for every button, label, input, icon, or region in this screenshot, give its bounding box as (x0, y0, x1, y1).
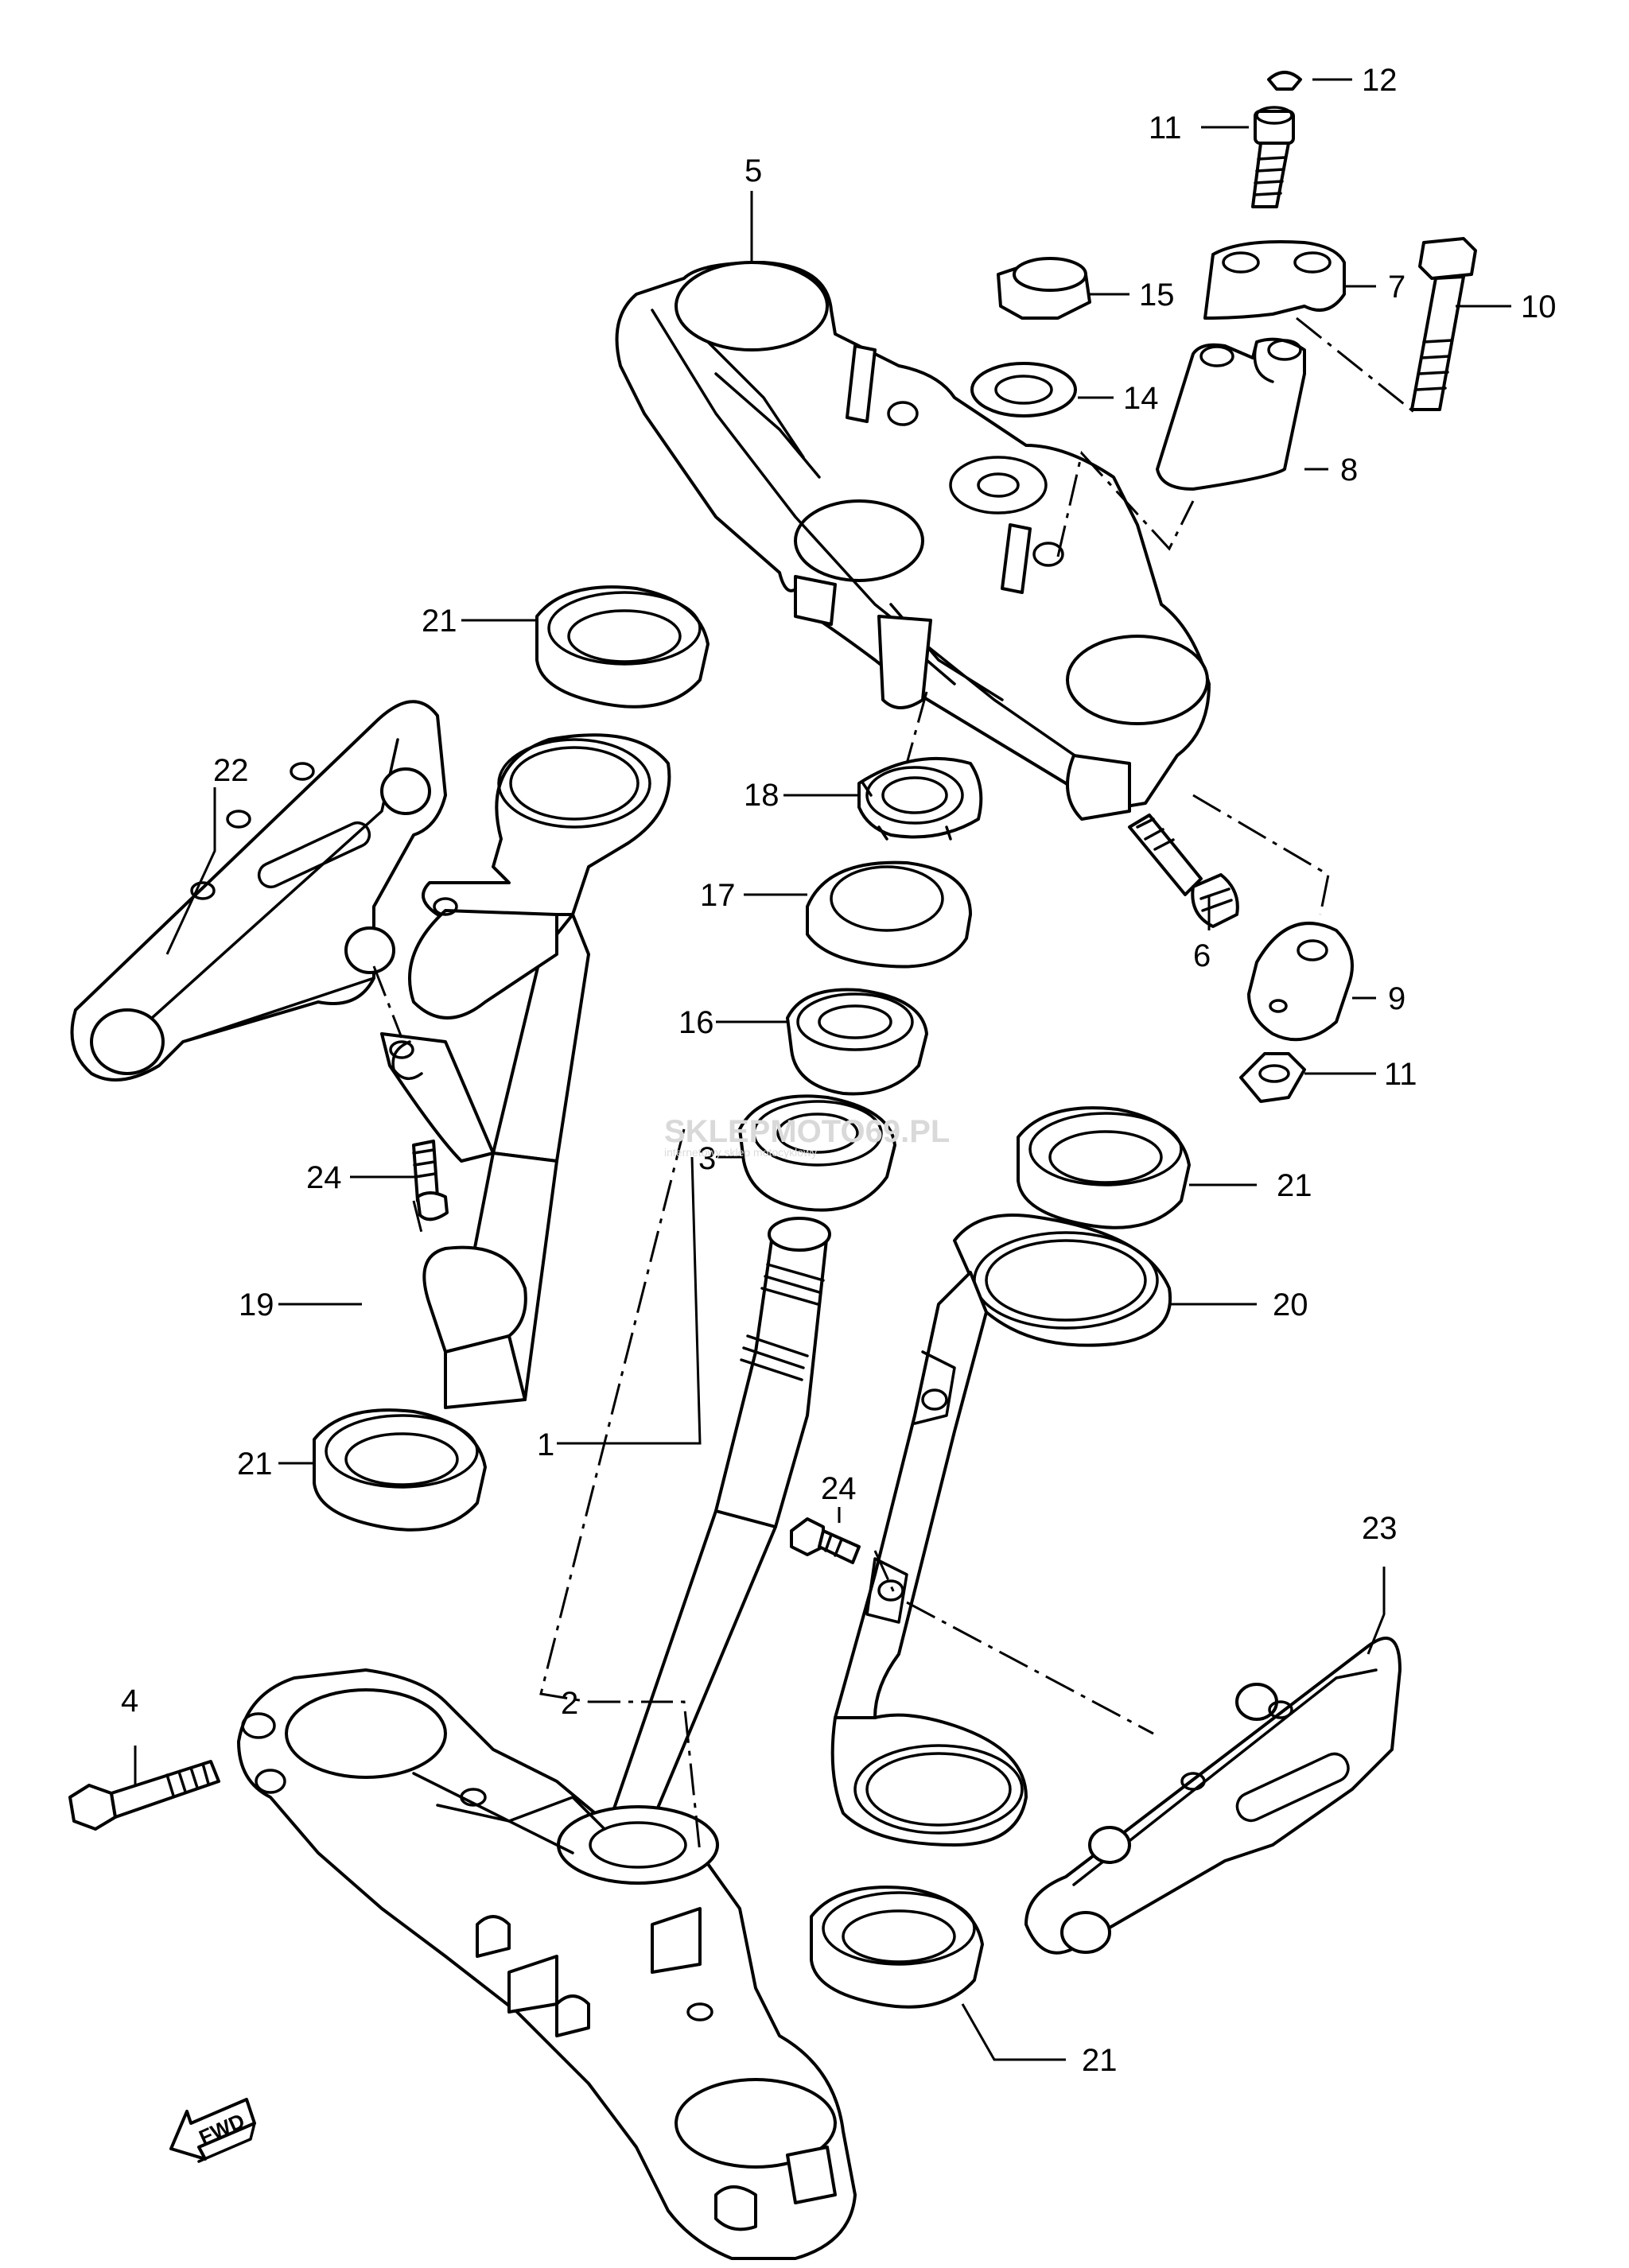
pinch-bolt-part-6 (1128, 814, 1239, 928)
callout-24-left: 24 (306, 1160, 342, 1195)
callout-21-mid-right: 21 (1277, 1168, 1312, 1203)
callout-2: 2 (561, 1686, 578, 1721)
callout-21-bottom-right: 21 (1082, 2043, 1118, 2078)
callout-10: 10 (1521, 289, 1557, 324)
callout-19: 19 (239, 1287, 274, 1322)
lock-nut-part-18 (857, 756, 983, 841)
steering-stem-part-1 (611, 1217, 831, 1826)
brace-part-23 (1024, 1637, 1402, 1955)
cap-part-13 (1267, 71, 1302, 91)
fwd-arrow: FWD (169, 2098, 256, 2163)
handlebar-holder-part-8 (1156, 337, 1306, 491)
callout-14: 14 (1123, 381, 1159, 416)
callout-23: 23 (1362, 1511, 1398, 1546)
leader-lines (134, 78, 1511, 2061)
callout-9: 9 (1388, 981, 1405, 1016)
bolt-part-24-right (790, 1517, 861, 1564)
callout-21-top-left: 21 (422, 604, 457, 639)
lower-bracket-part-2 (237, 1668, 857, 2260)
bracket-part-19 (380, 733, 671, 1409)
rubber-ring-part-21-mid-left (313, 1408, 487, 1532)
callout-7: 7 (1388, 270, 1405, 305)
rubber-ring-part-21-mid-right (1017, 1106, 1191, 1229)
callout-21-mid-left: 21 (237, 1447, 273, 1482)
callout-20: 20 (1273, 1287, 1308, 1322)
handlebar-clamp-cap-part-7 (1203, 240, 1346, 320)
bolt-part-12 (1251, 106, 1295, 208)
callout-22: 22 (213, 753, 249, 788)
callout-13: 12 (1362, 63, 1398, 98)
alignment-lines (372, 317, 1417, 1854)
watermark: SKLEPMOTO69.PL internetowy sklep motocyk… (664, 1114, 950, 1159)
watermark-text: SKLEPMOTO69.PL (664, 1114, 950, 1149)
long-bolt-part-10 (1410, 237, 1477, 411)
callout-24-right: 24 (821, 1471, 857, 1506)
bearing-part-16 (786, 988, 928, 1096)
bracket-part-20 (830, 1214, 1172, 1847)
upper-bracket-part-5 (615, 261, 1211, 821)
callout-16: 16 (678, 1005, 714, 1040)
callout-3: 3 (698, 1141, 716, 1176)
dust-seal-part-17 (806, 860, 972, 969)
callout-5: 5 (745, 153, 762, 188)
callout-17: 17 (700, 878, 736, 913)
bolt-part-24-left (412, 1140, 449, 1221)
brace-part-22 (70, 700, 447, 1082)
callout-8: 8 (1340, 452, 1358, 487)
callout-15: 15 (1139, 278, 1175, 313)
callout-18: 18 (744, 778, 780, 813)
callout-labels: 12 11 5 7 10 15 14 8 6 9 11 18 17 16 3 1… (121, 63, 1557, 2078)
callout-12: 11 (1149, 111, 1182, 146)
nut-part-11 (1239, 1052, 1306, 1103)
bearing-part-3 (738, 1094, 896, 1212)
callout-6: 6 (1193, 938, 1211, 973)
callout-1: 1 (537, 1427, 554, 1462)
clamp-part-9 (1247, 922, 1354, 1042)
callout-11: 11 (1384, 1057, 1417, 1092)
watermark-subtext: internetowy sklep motocyklowy (664, 1146, 817, 1159)
callout-4: 4 (121, 1684, 138, 1718)
washer-part-14 (970, 362, 1077, 417)
stem-nut-part-15 (997, 257, 1091, 320)
rubber-ring-part-21-bottom-right (810, 1885, 984, 2009)
bolt-part-4 (68, 1760, 220, 1831)
rubber-ring-part-21-top-left (535, 585, 710, 709)
